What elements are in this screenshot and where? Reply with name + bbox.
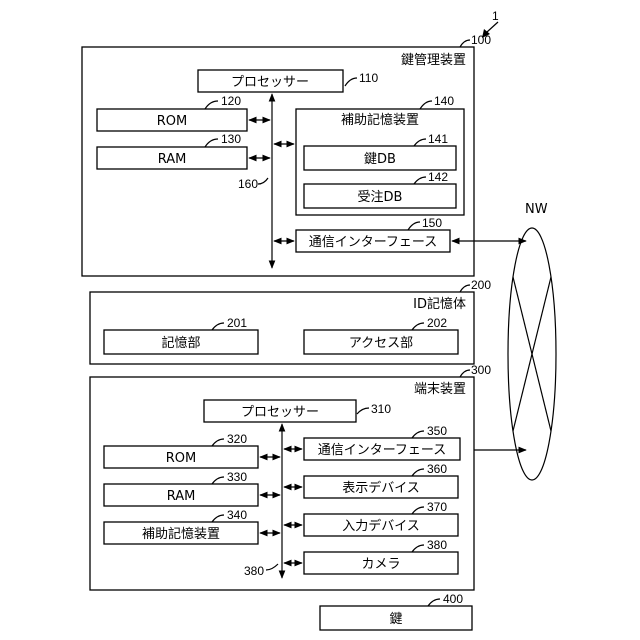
terminal-bus-ref: 380	[244, 564, 264, 578]
ref-110: 110	[359, 71, 378, 85]
access-unit-label: アクセス部	[349, 336, 413, 351]
terminal-device-title: 端末装置	[414, 382, 466, 397]
ref-201: 201	[227, 316, 247, 330]
camera-label: カメラ	[361, 557, 400, 572]
kmd-rom-label: ROM	[157, 114, 187, 129]
terminal-ram-label: RAM	[167, 489, 196, 504]
ref-130: 130	[221, 132, 241, 146]
ref-140: 140	[434, 94, 454, 108]
key-management-device-title: 鍵管理装置	[401, 52, 466, 68]
network-label: NW	[525, 202, 548, 217]
ref-150: 150	[422, 216, 442, 230]
terminal-rom-label: ROM	[166, 451, 196, 466]
ref-350: 350	[427, 424, 447, 438]
kmd-comm-interface-label: 通信インターフェース	[309, 235, 438, 250]
key-db-label: 鍵DB	[364, 151, 396, 167]
kmd-processor-label: プロセッサー	[231, 75, 309, 90]
ref-400-leader	[428, 599, 440, 606]
kmd-aux-storage-label: 補助記憶装置	[341, 112, 419, 128]
ref-310: 310	[371, 402, 391, 416]
ref-320: 320	[227, 432, 247, 446]
ref-200-leader	[460, 285, 470, 292]
input-device-label: 入力デバイス	[342, 518, 420, 534]
ref-300: 300	[471, 363, 491, 377]
ref-142: 142	[428, 170, 448, 184]
ref-141: 141	[428, 132, 448, 146]
ref-202: 202	[427, 316, 447, 330]
ref-120: 120	[221, 94, 241, 108]
ref-100: 100	[471, 33, 491, 47]
ref-200: 200	[471, 278, 491, 292]
system-ref: 1	[492, 9, 499, 23]
ref-160: 160	[238, 177, 258, 191]
terminal-comm-interface-label: 通信インターフェース	[318, 443, 447, 458]
terminal-processor-label: プロセッサー	[241, 405, 319, 420]
ref-340: 340	[227, 508, 247, 522]
kmd-ram-label: RAM	[158, 152, 187, 167]
order-db-label: 受注DB	[358, 190, 403, 205]
ref-360: 360	[427, 462, 447, 476]
display-device-label: 表示デバイス	[342, 480, 420, 496]
ref-300-leader	[460, 370, 470, 377]
ref-400: 400	[443, 592, 463, 606]
key-label: 鍵	[389, 611, 402, 627]
ref-330: 330	[227, 470, 247, 484]
ref-100-leader	[460, 40, 470, 47]
terminal-aux-storage-label: 補助記憶装置	[142, 526, 220, 542]
id-storage-title: ID記憶体	[413, 296, 466, 312]
storage-unit-label: 記憶部	[161, 335, 200, 351]
ref-370: 370	[427, 500, 447, 514]
system-ref-leader	[487, 22, 498, 32]
ref-380: 380	[427, 538, 447, 552]
